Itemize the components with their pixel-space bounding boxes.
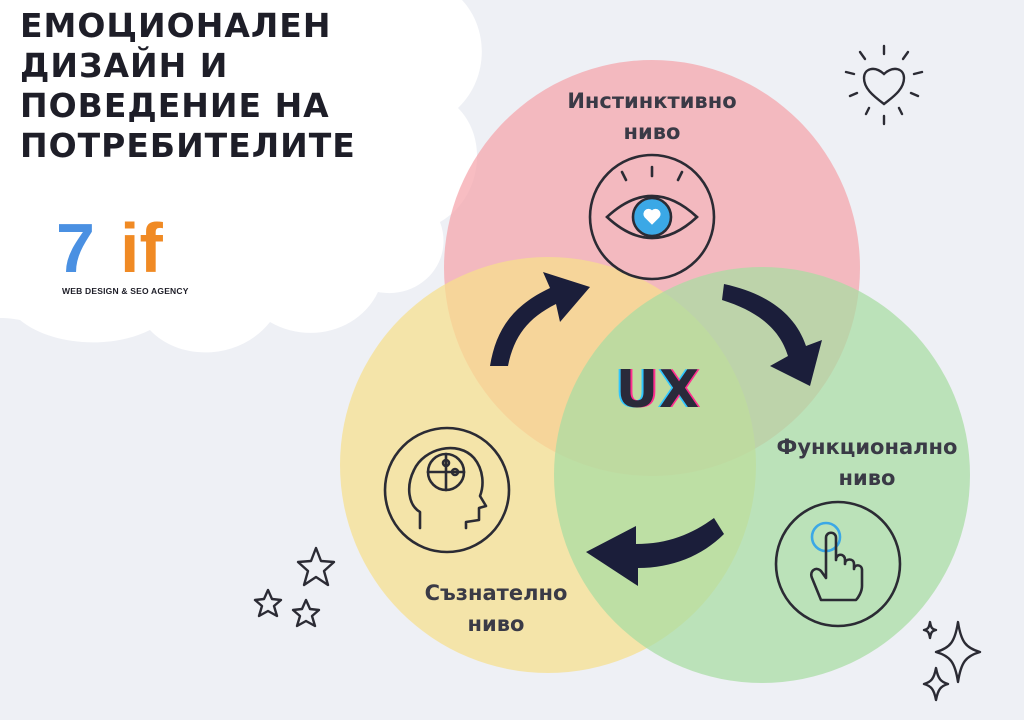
title-line-2: ДИЗАЙН И (20, 46, 229, 85)
head-puzzle-icon (383, 426, 511, 554)
label-conscious: Съзнателно ниво (396, 578, 596, 640)
eye-heart-icon (588, 153, 716, 281)
venn-circle-functional (554, 267, 970, 683)
agency-logo: 7 if WEB DESIGN & SEO AGENCY (56, 212, 196, 302)
arrow-up (490, 272, 590, 366)
title-line-3: ПОВЕДЕНИЕ НА (20, 86, 330, 125)
sparkles-doodle-icon (922, 620, 982, 702)
title-line-4: ПОТРЕБИТЕЛИТЕ (20, 126, 356, 165)
arrow-left (586, 518, 724, 586)
cloud-blob (0, 0, 482, 353)
label-functional-line2: ниво (838, 466, 896, 490)
heart-doodle-icon (844, 44, 924, 126)
label-functional: Функционално ниво (752, 432, 982, 494)
page-title: ЕМОЦИОНАЛЕН ДИЗАЙН И ПОВЕДЕНИЕ НА ПОТРЕБ… (20, 6, 380, 166)
ux-center-label: UX (615, 360, 701, 420)
title-line-1: ЕМОЦИОНАЛЕН (20, 6, 332, 45)
logo-tagline: WEB DESIGN & SEO AGENCY (62, 286, 189, 296)
label-instinctive-line2: ниво (623, 120, 681, 144)
label-conscious-line1: Съзнателно (424, 581, 568, 605)
arrow-right-down (722, 284, 822, 386)
stars-doodle-icon (253, 546, 336, 628)
label-conscious-line2: ниво (467, 612, 525, 636)
cycle-arrows (490, 272, 822, 586)
label-instinctive-line1: Инстинктивно (567, 89, 737, 113)
logo-number: 7 (56, 209, 95, 287)
hand-click-icon (774, 500, 902, 628)
label-functional-line1: Функционално (776, 435, 958, 459)
label-instinctive: Инстинктивно ниво (532, 86, 772, 148)
logo-letters: if (120, 209, 163, 287)
